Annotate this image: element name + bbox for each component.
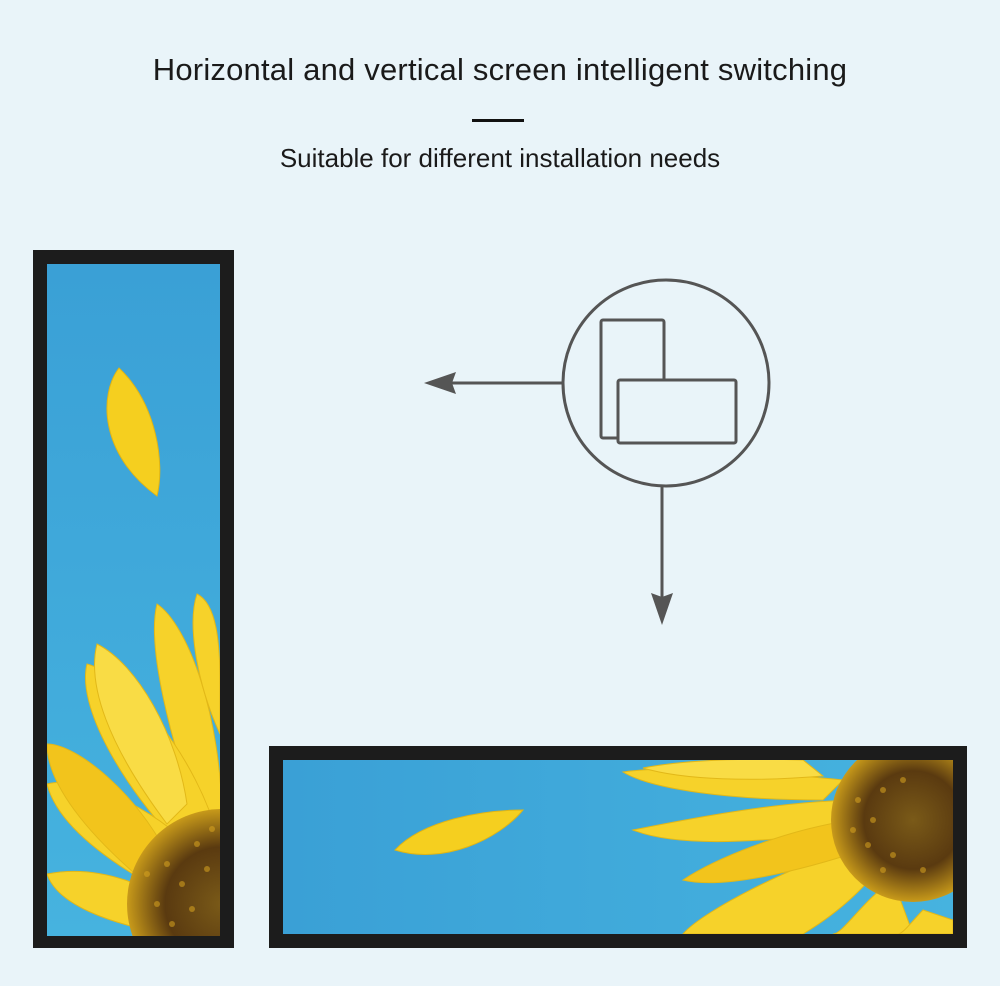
portrait-screen bbox=[33, 250, 234, 948]
portrait-screen-image bbox=[47, 264, 220, 936]
headline: Horizontal and vertical screen intellige… bbox=[152, 52, 848, 87]
subline: Suitable for different installation need… bbox=[279, 143, 721, 173]
title-divider bbox=[472, 119, 524, 122]
landscape-screen bbox=[269, 746, 967, 948]
landscape-screen-image bbox=[283, 760, 953, 934]
